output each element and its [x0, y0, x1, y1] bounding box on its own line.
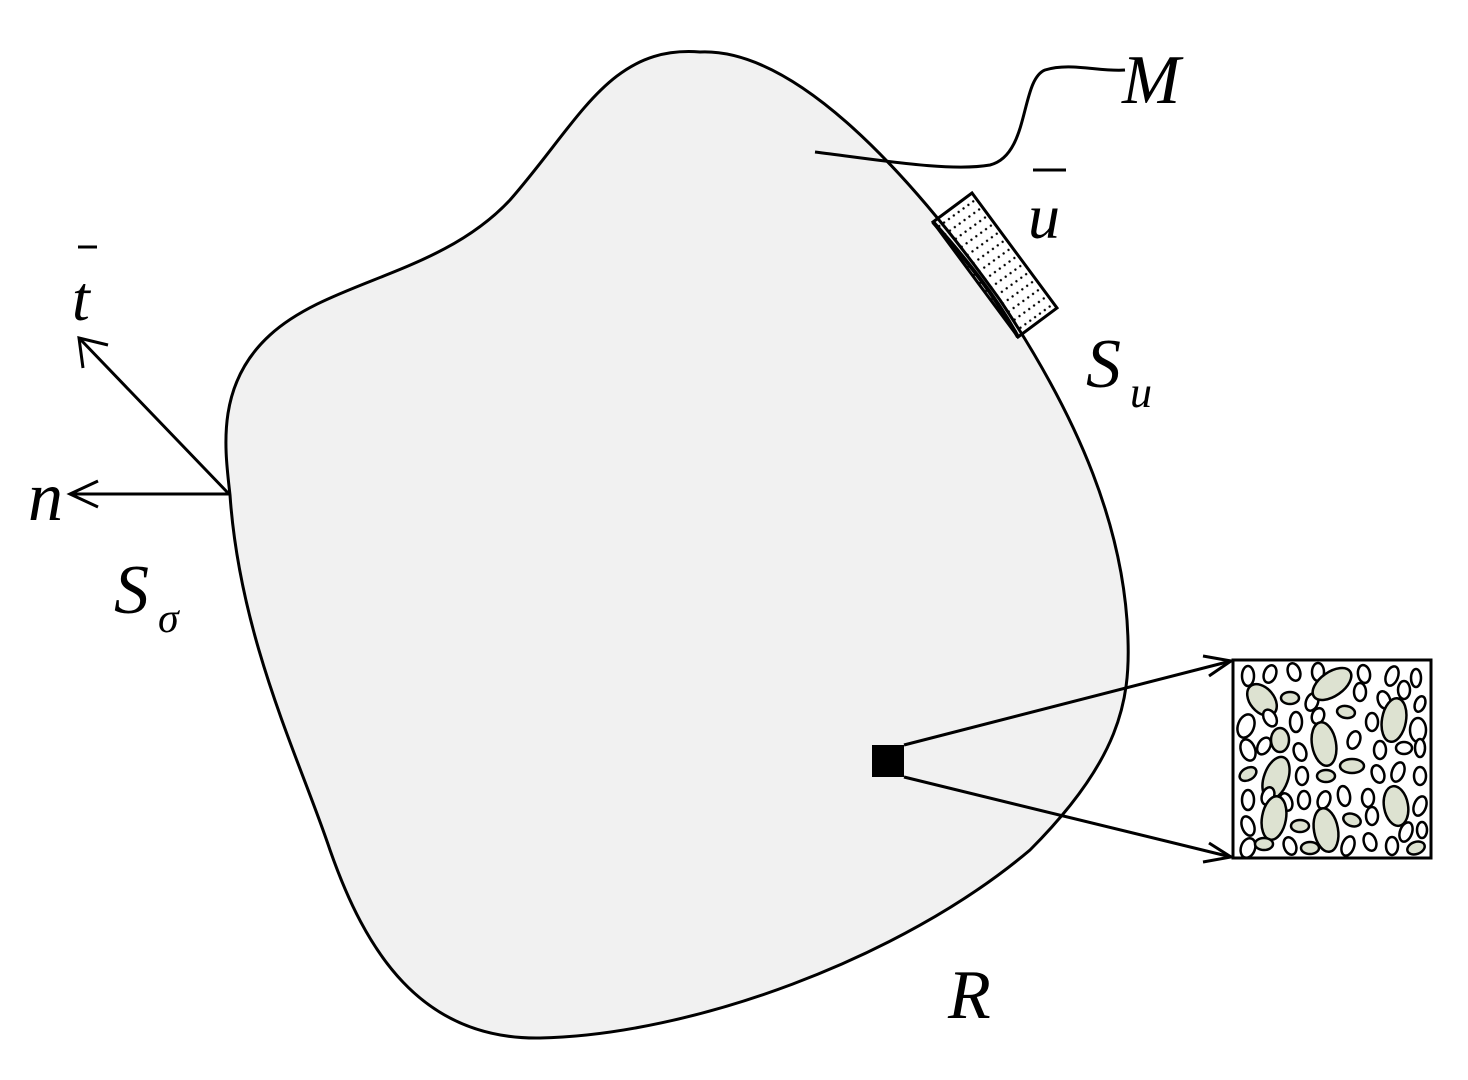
- grain-26: [1269, 726, 1291, 754]
- grain-40: [1412, 765, 1428, 787]
- grain-49: [1412, 795, 1428, 817]
- grain-2: [1286, 662, 1302, 682]
- grain-60: [1282, 836, 1298, 856]
- material-point-leader-line: [814, 65, 1126, 169]
- grain-21: [1364, 711, 1380, 733]
- grain-16: [1236, 713, 1256, 739]
- label-n: n: [28, 459, 63, 536]
- grain-29: [1346, 730, 1362, 750]
- grain-63: [1362, 832, 1378, 852]
- label-u: u: [1028, 181, 1060, 252]
- grain-5: [1356, 663, 1372, 685]
- label-R: R: [947, 957, 991, 1034]
- grain-61: [1299, 840, 1321, 856]
- grain-57: [1415, 820, 1429, 840]
- label-S-sigma-main: S: [114, 552, 149, 629]
- traction-arrow: [77, 336, 231, 496]
- grain-18: [1288, 710, 1304, 734]
- grain-37: [1338, 757, 1366, 775]
- microstructure-box: [1231, 658, 1433, 860]
- grain-47: [1360, 787, 1376, 809]
- grain-48: [1382, 784, 1410, 828]
- grain-56: [1398, 821, 1414, 843]
- grain-0: [1240, 664, 1256, 688]
- body-region: [224, 50, 1130, 1040]
- label-t: t: [72, 263, 92, 334]
- grain-19: [1310, 706, 1326, 726]
- grain-59: [1253, 836, 1275, 852]
- label-S-sigma-sub: σ: [158, 596, 181, 642]
- grain-50: [1240, 815, 1256, 837]
- grain-64: [1384, 835, 1400, 857]
- label-M: M: [1121, 42, 1184, 119]
- normal-arrow: [66, 479, 229, 509]
- grain-62: [1340, 835, 1356, 857]
- grain-22: [1380, 696, 1408, 744]
- prescribed-displacement-block: [930, 190, 1060, 340]
- grain-17: [1261, 708, 1279, 728]
- label-S-sigma: S σ: [114, 552, 181, 642]
- label-S-u: S u: [1086, 326, 1152, 417]
- grain-44: [1296, 789, 1312, 811]
- grain-52: [1289, 818, 1311, 834]
- grain-36: [1315, 768, 1337, 784]
- grain-25: [1255, 736, 1273, 756]
- grain-54: [1342, 812, 1362, 828]
- grain-46: [1336, 784, 1352, 808]
- grain-7: [1409, 667, 1423, 689]
- grain-31: [1394, 740, 1414, 756]
- label-S-u-sub: u: [1130, 368, 1152, 417]
- grain-11: [1311, 666, 1353, 702]
- grain-55: [1364, 805, 1380, 827]
- zoom-arrows: [903, 654, 1236, 864]
- grain-6: [1384, 665, 1400, 687]
- grain-27: [1292, 742, 1308, 762]
- grain-28: [1310, 720, 1338, 768]
- grain-9: [1279, 690, 1301, 706]
- grain-41: [1240, 788, 1256, 812]
- grain-33: [1238, 765, 1258, 783]
- grain-53: [1312, 806, 1340, 854]
- rve-marker: [872, 745, 904, 777]
- grain-20: [1335, 704, 1357, 720]
- grain-24: [1239, 738, 1257, 762]
- grain-12: [1352, 681, 1368, 703]
- label-u-bar: u: [1028, 168, 1066, 252]
- grain-14: [1396, 679, 1412, 701]
- label-t-bar: t: [72, 245, 97, 334]
- grain-30: [1372, 739, 1388, 761]
- grain-65: [1406, 840, 1426, 856]
- grain-39: [1390, 761, 1406, 783]
- grain-32: [1413, 737, 1427, 759]
- label-S-u-main: S: [1086, 326, 1121, 403]
- microstructure-grains: [1236, 661, 1429, 858]
- grain-35: [1294, 765, 1310, 787]
- grain-1: [1262, 664, 1278, 684]
- grain-58: [1239, 837, 1257, 858]
- grain-15: [1413, 695, 1427, 713]
- grain-38: [1370, 764, 1386, 784]
